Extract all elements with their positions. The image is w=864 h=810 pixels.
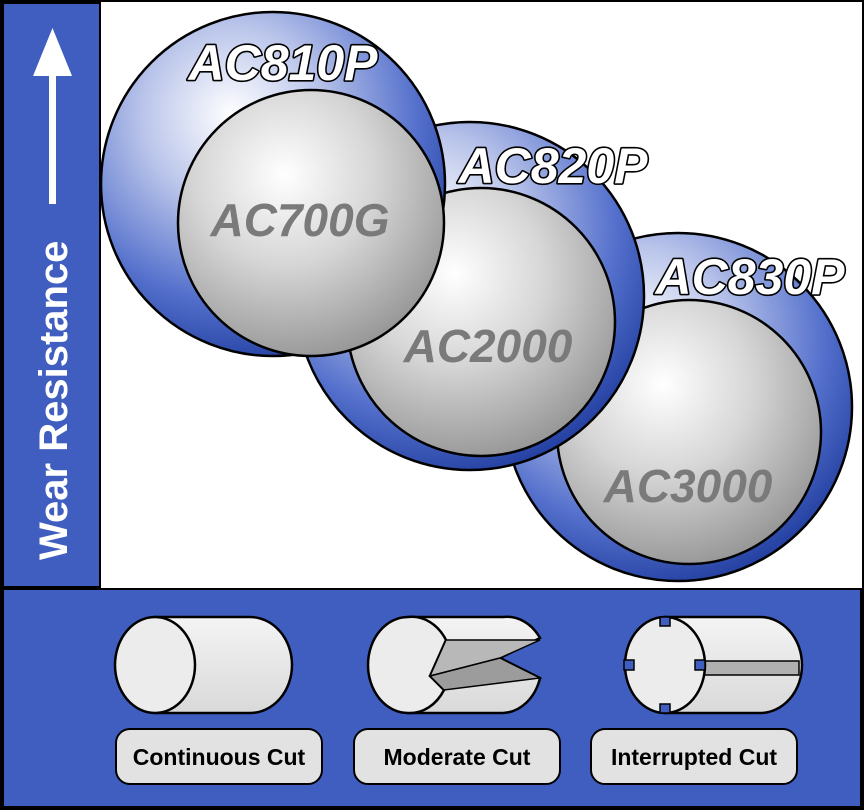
- inner-grade-label: AC3000: [603, 460, 773, 512]
- axis-label: Wear Resistance: [32, 241, 76, 560]
- inner-grade-label: AC700G: [210, 194, 390, 246]
- cut-label-interrupted: Interrupted Cut: [590, 728, 798, 785]
- up-arrow-icon: [33, 28, 72, 204]
- inner-grade-label: AC2000: [403, 320, 573, 372]
- plain-cylinder-icon: [113, 615, 294, 715]
- outer-grade-label: AC820P: [457, 138, 649, 194]
- cut-label-continuous: Continuous Cut: [115, 728, 323, 785]
- label-pill: [353, 728, 561, 785]
- v-groove-cylinder-icon: [366, 615, 543, 715]
- grade-group-ac810p: AC700G AC810P: [99, 10, 447, 358]
- outer-grade-label: AC810P: [187, 35, 379, 91]
- label-pill: [115, 728, 323, 785]
- cut-label-text: Interrupted Cut: [611, 744, 777, 770]
- cut-label-moderate: Moderate Cut: [353, 728, 561, 785]
- label-pill: [590, 728, 798, 785]
- slotted-cylinder-icon: [623, 615, 804, 715]
- cut-label-text: Moderate Cut: [384, 744, 531, 770]
- outer-grade-label: AC830P: [654, 249, 846, 305]
- inner-sphere: [176, 88, 446, 358]
- cut-label-text: Continuous Cut: [133, 744, 306, 770]
